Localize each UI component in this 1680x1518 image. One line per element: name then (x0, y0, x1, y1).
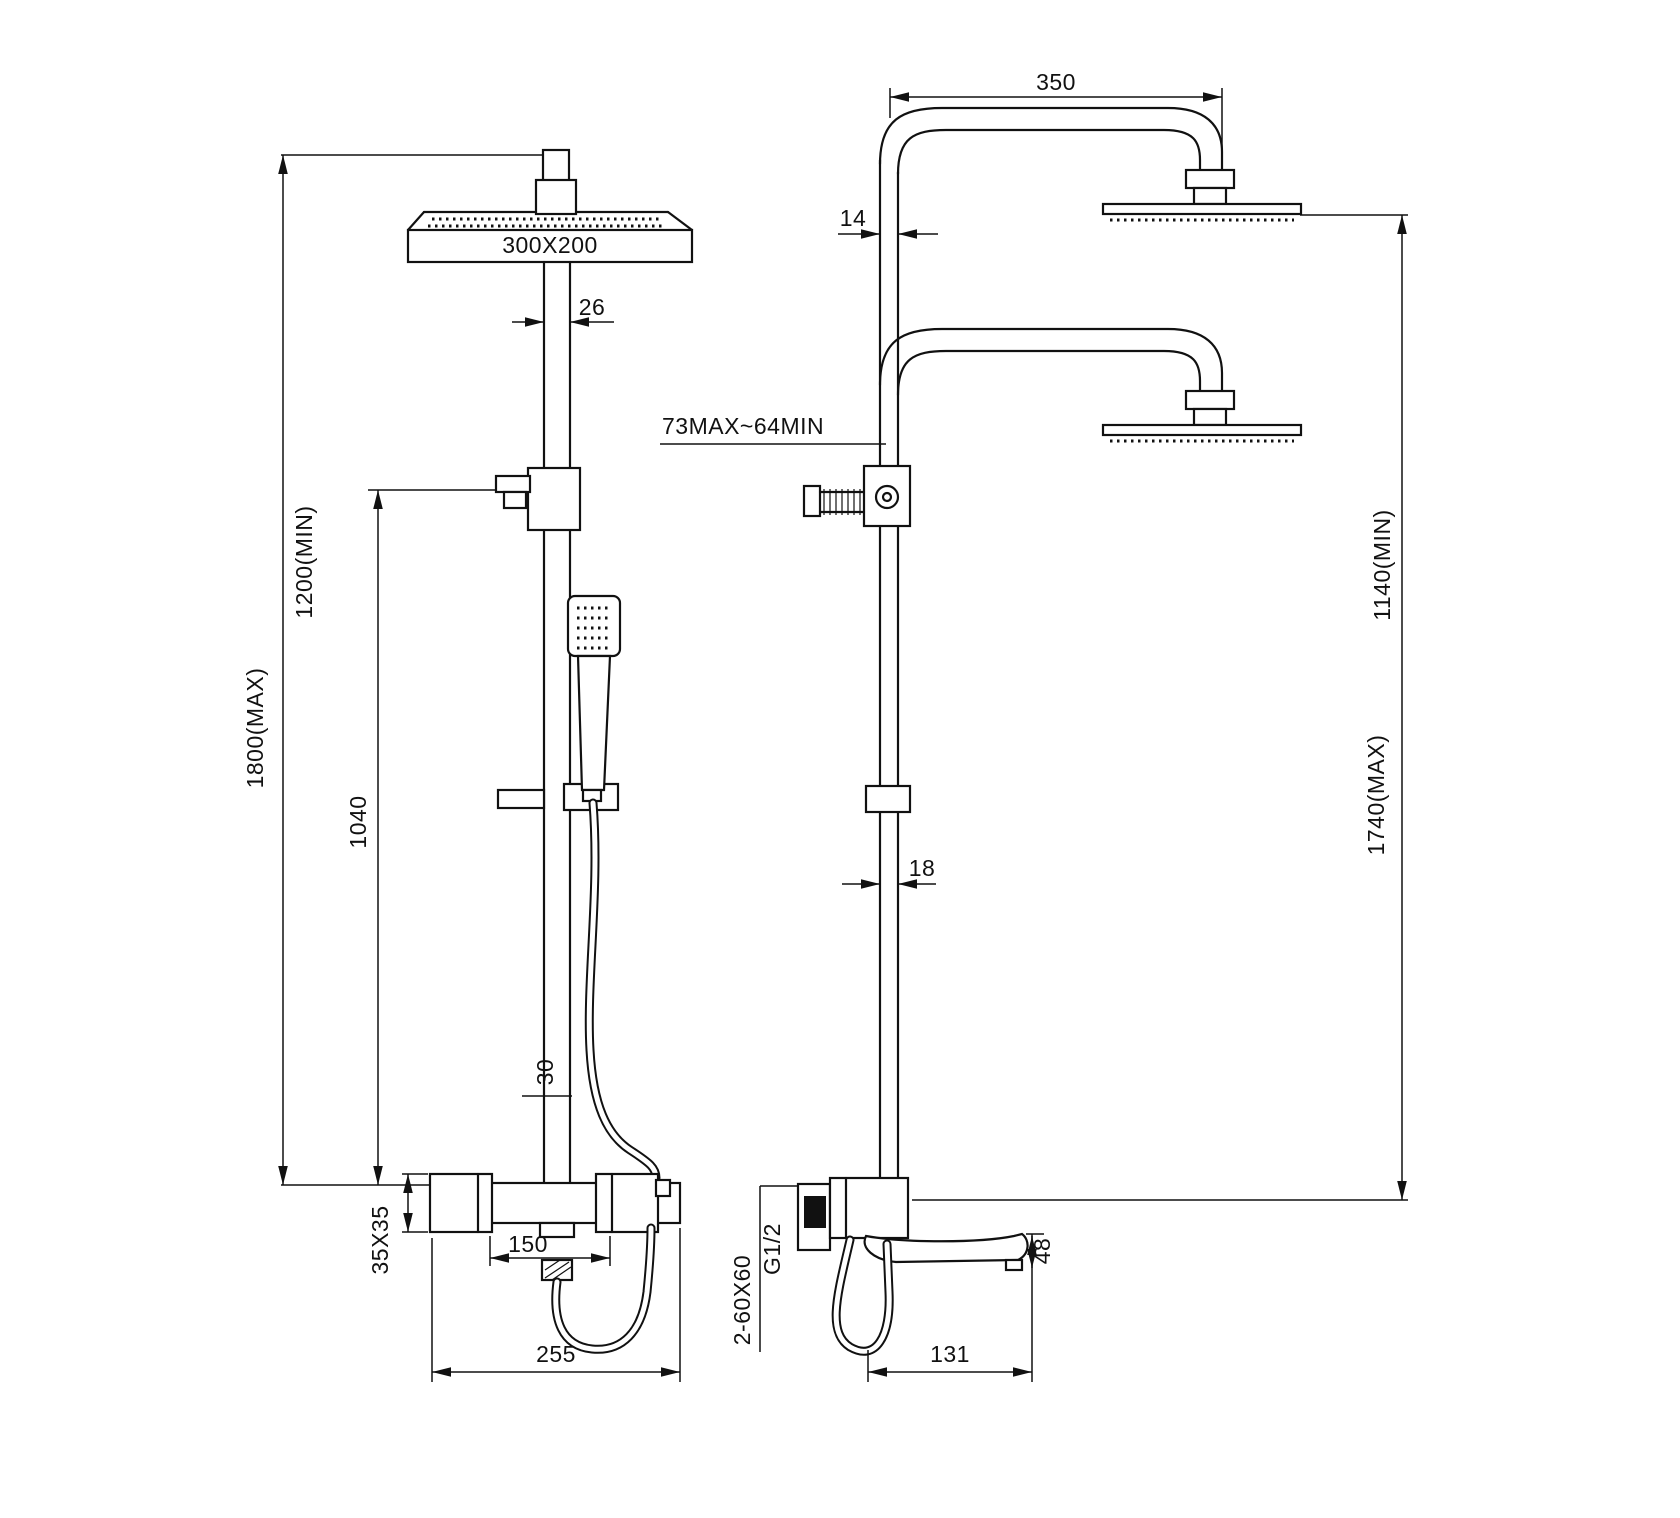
ceiling-stem (541, 148, 571, 184)
screw-head (802, 484, 822, 518)
front-hose (584, 798, 661, 1183)
dim-head-size: 300X200 (502, 232, 598, 258)
diverter-body (526, 466, 582, 532)
screw-threads (823, 489, 861, 515)
side-shower-arm-upper (878, 106, 1303, 222)
front-riser-pipe (542, 260, 572, 1187)
head-slab (1101, 202, 1303, 216)
handset-handle (576, 654, 612, 792)
diverter-knob (502, 490, 528, 510)
right-handle (594, 1172, 660, 1234)
dim-inlet-spacing: 150 (508, 1231, 548, 1257)
dim-head-height-min: 1140(MIN) (1369, 509, 1395, 620)
left-handle (428, 1172, 494, 1234)
spout-outlet (1004, 1258, 1024, 1272)
valve-body-side (828, 1176, 910, 1240)
dim-pipe-top: 26 (579, 294, 606, 320)
dim-bracket-range: 73MAX~64MIN (662, 413, 824, 439)
front-shower-head: 300X200 (406, 148, 694, 264)
side-valve (796, 1176, 1029, 1356)
dim-spout-reach: 131 (930, 1341, 970, 1367)
bath-spout (863, 1232, 1029, 1264)
side-wall-bracket (802, 464, 912, 528)
dim-riser-length: 1040 (345, 795, 371, 848)
dim-head-height-max: 1740(MAX) (1363, 735, 1389, 856)
dim-arm-tube: 14 (840, 205, 867, 231)
head-stem (1192, 186, 1228, 206)
bracket-left-piece (496, 788, 546, 810)
wall-connection (804, 1196, 826, 1228)
front-hand-shower (566, 594, 622, 803)
diverter-lever (494, 474, 532, 494)
side-shower-arm-lower (878, 327, 1303, 443)
hose-outlet (538, 1221, 576, 1239)
front-valve (428, 1172, 682, 1354)
side-view: 350 14 73MAX~64MIN 1140(MIN) 1740(MAX) 1… (660, 69, 1408, 1382)
dim-inlet-thread: G1/2 (759, 1223, 785, 1275)
stem-collar (534, 178, 578, 216)
dim-pipe-width: 18 (909, 855, 936, 881)
front-view: 300X200 (242, 148, 694, 1382)
safety-button (654, 1178, 672, 1198)
dim-valve-section: 35X35 (367, 1205, 393, 1274)
head-joint (1184, 168, 1236, 190)
side-riser-pipe (878, 158, 900, 1182)
dim-wall-plates: 2-60X60 (729, 1255, 755, 1345)
dim-pipe-bottom: 30 (532, 1059, 558, 1086)
side-slide-bracket (864, 784, 912, 814)
dim-valve-length: 255 (536, 1341, 576, 1367)
front-dimensions: 1200(MIN) 1800(MAX) 1040 26 30 35X35 150… (242, 154, 681, 1382)
head-outline (406, 228, 694, 264)
side-dimensions: 350 14 73MAX~64MIN 1140(MIN) 1740(MAX) 1… (660, 69, 1408, 1382)
dim-height-max: 1800(MAX) (242, 668, 268, 789)
bracket-pivot (874, 484, 900, 510)
dim-height-min: 1200(MIN) (291, 505, 317, 618)
front-diverter (494, 466, 582, 532)
dim-spout-height: 48 (1029, 1238, 1055, 1265)
handset-head (566, 594, 622, 658)
dim-arm-reach: 350 (1036, 69, 1076, 95)
bracket-body (862, 464, 912, 528)
